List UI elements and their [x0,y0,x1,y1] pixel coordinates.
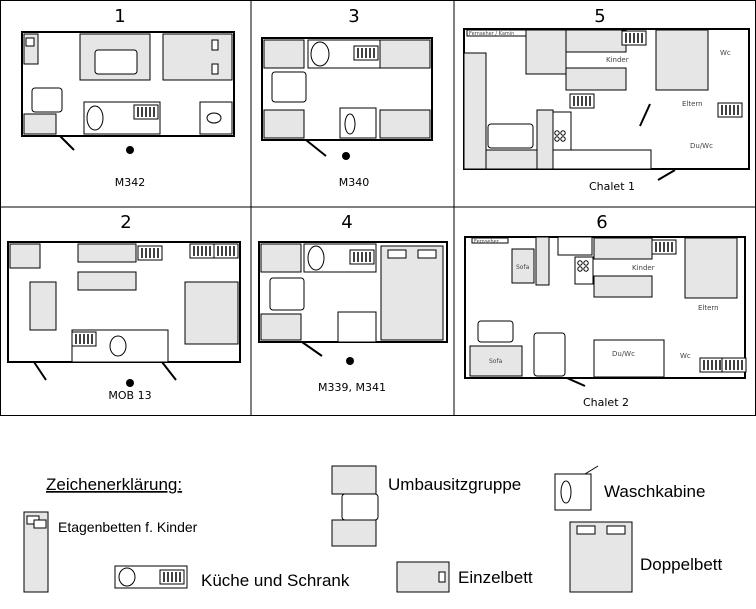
tv-label: Fernseher / Kamin [469,31,514,37]
plan-caption: M339, M341 [318,381,386,394]
plan-caption: Chalet 2 [583,396,629,409]
plan-6: 6 Fernseher Sofa Kinder Eltern Sofa Du/W… [464,212,747,409]
sofa-label: Sofa [489,358,503,365]
shower-label: Du/Wc [690,142,713,150]
plan-number: 6 [596,212,607,233]
legend-double-label: Doppelbett [640,555,723,574]
plan-number: 1 [114,6,125,27]
parents-label: Eltern [682,100,703,108]
legend-single-label: Einzelbett [458,568,533,587]
tv-label: Fernseher [474,239,500,245]
plan-caption: M340 [339,176,370,189]
plan-number: 5 [594,6,605,27]
legend: Zeichenerklärung: Etagenbetten f. Kinder… [23,465,723,593]
plan-number: 3 [348,6,359,27]
plan-1: 1 M342 [21,6,235,189]
plan-caption: Chalet 1 [589,180,635,193]
shower-label: Du/Wc [612,350,635,358]
legend-washroom: Waschkabine [554,465,705,511]
legend-bunk: Etagenbetten f. Kinder [23,511,198,593]
legend-convertible-label: Umbausitzgruppe [388,475,521,494]
plan-caption: MOB 13 [108,389,151,402]
legend-double: Doppelbett [569,521,723,593]
plan-2: 2 MOB 13 [7,212,241,402]
legend-single: Einzelbett [396,561,533,593]
plan-number: 2 [120,212,131,233]
parents-label: Eltern [698,304,719,312]
legend-bunk-label: Etagenbetten f. Kinder [58,519,198,535]
sofa-label: Sofa [516,264,530,271]
plan-3: 3 M340 [261,6,433,189]
plan-number: 4 [341,212,352,233]
plan-caption: M342 [115,176,146,189]
wc-label: Wc [720,49,731,57]
legend-title: Zeichenerklärung: [46,475,182,494]
legend-convertible: Umbausitzgruppe [331,465,521,547]
legend-washroom-label: Waschkabine [604,482,705,501]
plan-4: 4 M339, M341 [258,212,448,394]
legend-kitchen: Küche und Schrank [114,565,350,590]
plan-5: 5 Fernseher / Kamin Kinder Eltern Wc Du/… [463,6,750,193]
kids-label: Kinder [606,56,629,64]
kids-label: Kinder [632,264,655,272]
wc-label: Wc [680,352,691,360]
legend-kitchen-label: Küche und Schrank [201,571,350,590]
